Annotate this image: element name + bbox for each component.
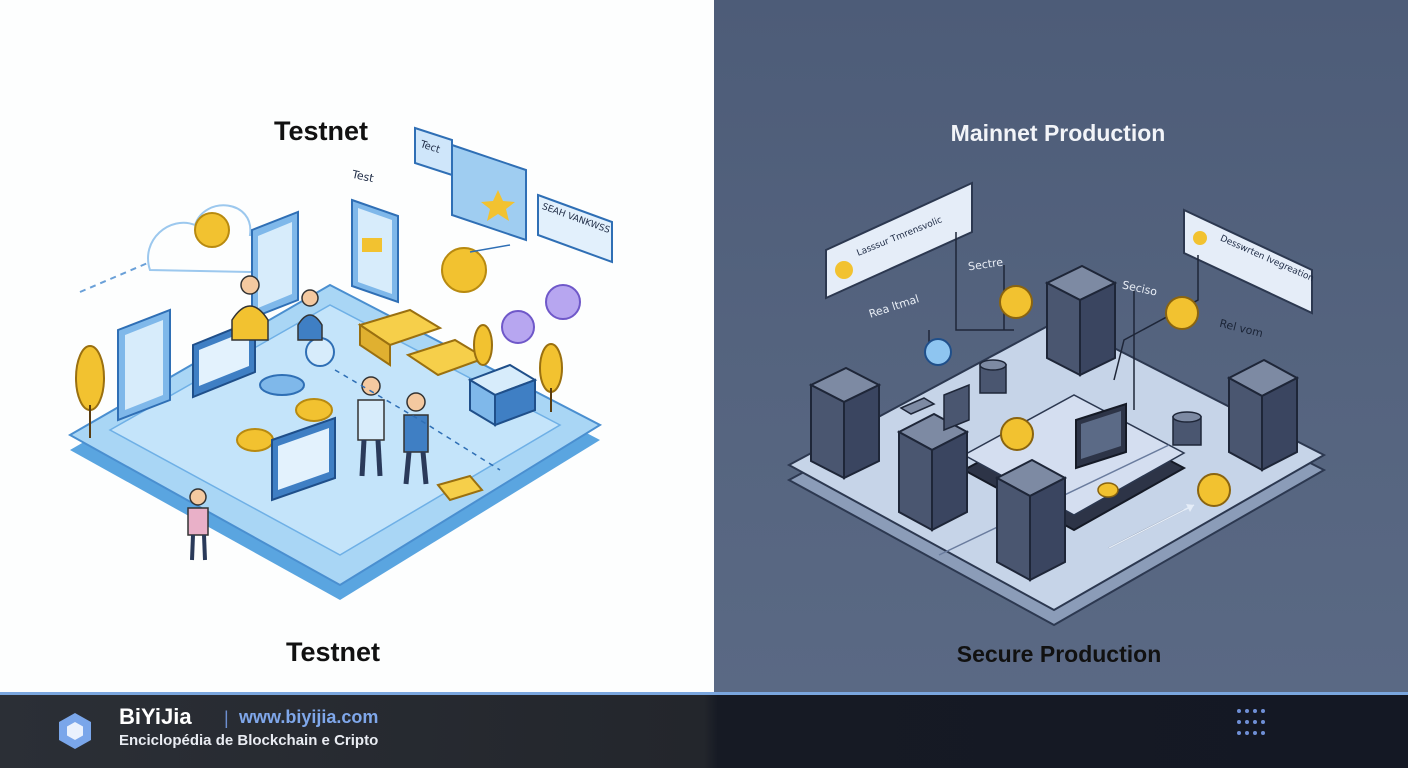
mainnet-illustration: [786, 181, 1327, 627]
mainnet-bottom-title: Secure Production: [956, 641, 1162, 667]
monitor-center: [1075, 402, 1127, 470]
server-rack: [994, 458, 1068, 582]
brand-tagline: Enciclopédia de Blockchain e Cripto: [119, 732, 379, 749]
server-rack: [1226, 358, 1300, 472]
floating-sign-seah: [537, 193, 613, 264]
person-figure: [187, 488, 209, 561]
coin-stack: [1097, 482, 1119, 498]
coin-icon: [1165, 296, 1199, 330]
server-rack: [1044, 264, 1118, 377]
coin-icon: [1197, 473, 1231, 507]
brand-name: BiYiJia: [119, 704, 192, 729]
brand-url-link[interactable]: www.biyijia.com: [239, 707, 379, 727]
server-rack: [808, 366, 882, 480]
testnet-top-title: Testnet: [273, 116, 369, 146]
server-box: [943, 383, 970, 432]
coin-icon: [1000, 417, 1034, 451]
tree-icon: [539, 343, 563, 393]
server-box: [899, 397, 936, 415]
screen-kiosk-left: [117, 308, 171, 422]
coin-icon: [441, 247, 487, 293]
tree-icon: [473, 324, 493, 366]
floating-sign-left: [825, 181, 973, 300]
footer-divider: [0, 692, 1408, 695]
monitor-bottom: [271, 416, 336, 502]
screen-kiosk-right: [351, 198, 399, 304]
database-icon: [1172, 411, 1202, 446]
hexagon-cube-icon: [59, 713, 91, 749]
coin-icon: [295, 398, 333, 422]
coin-icon: [999, 285, 1033, 319]
gold-crate: [436, 474, 484, 502]
testnet-bottom-title: Testnet: [285, 637, 381, 667]
floating-sign-star: [451, 143, 527, 242]
mainnet-panel: Mainnet Production Secure Production Las…: [714, 0, 1408, 692]
testnet-illustration: [67, 126, 613, 600]
coin-icon: [194, 212, 230, 248]
token-icon: [305, 337, 335, 367]
person-figure: [297, 289, 323, 341]
coin-stack: [259, 374, 305, 396]
screen-kiosk-center: [251, 210, 299, 320]
person-figure: [403, 392, 429, 485]
mainnet-top-title: Mainnet Production: [950, 120, 1166, 146]
person-figure: [231, 275, 269, 341]
floating-sign-right: [1183, 208, 1313, 315]
footer-bar: BiYiJia | www.biyijia.com Enciclopédia d…: [0, 695, 1408, 768]
token-icon: [924, 338, 952, 366]
badge-icon: [545, 284, 581, 320]
coin-icon: [236, 428, 274, 452]
brand-separator: |: [224, 708, 229, 728]
badge-icon: [501, 310, 535, 344]
database-icon: [979, 359, 1007, 394]
grid-dots-icon[interactable]: [1236, 708, 1266, 738]
tree-icon: [75, 345, 105, 411]
server-rack: [896, 412, 970, 532]
testnet-panel: Testnet Testnet Test Tect SEAH VANKWSS: [0, 0, 714, 692]
